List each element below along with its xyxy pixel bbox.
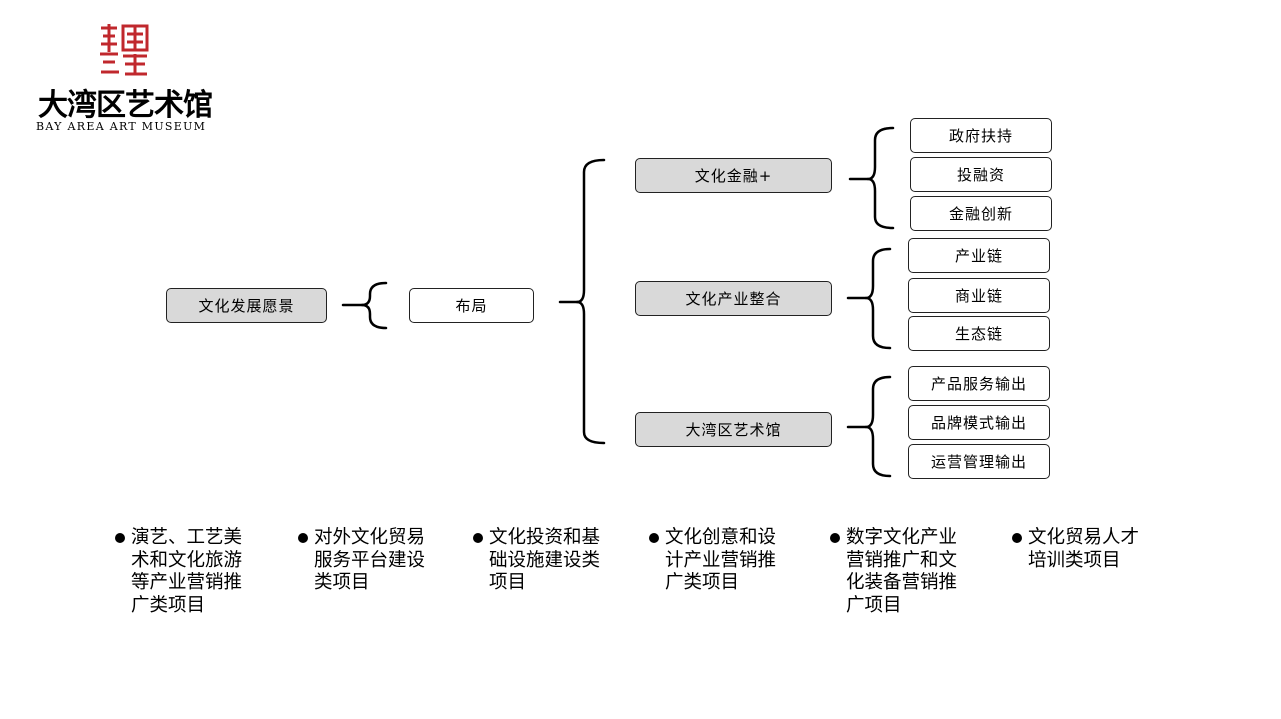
leaf-node: 运营管理输出: [908, 444, 1050, 479]
bullet-item: 文化投资和基础设施建设类项目: [473, 527, 607, 595]
bullet-dot-icon: [115, 533, 125, 543]
leaf-node: 生态链: [908, 316, 1050, 351]
bullet-text: 演艺、工艺美术和文化旅游等产业营销推广类项目: [131, 527, 243, 616]
branch-node-culture-finance: 文化金融+: [635, 158, 832, 193]
leaf-node: 金融创新: [910, 196, 1052, 231]
bullet-item: 文化创意和设计产业营销推广类项目: [649, 527, 783, 595]
leaf-node: 商业链: [908, 278, 1050, 313]
bullet-item: 文化贸易人才培训类项目: [1012, 527, 1146, 572]
bullet-dot-icon: [298, 533, 308, 543]
branch-node-art-museum: 大湾区艺术馆: [635, 412, 832, 447]
bullet-item: 对外文化贸易服务平台建设类项目: [298, 527, 432, 595]
leaf-node: 投融资: [910, 157, 1052, 192]
bullet-text: 文化贸易人才培训类项目: [1028, 527, 1140, 571]
leaf-node: 政府扶持: [910, 118, 1052, 153]
root-node: 文化发展愿景: [166, 288, 327, 323]
seal-logo-icon: [100, 24, 149, 76]
bullet-text: 文化创意和设计产业营销推广类项目: [665, 527, 777, 593]
bullet-item: 演艺、工艺美术和文化旅游等产业营销推广类项目: [115, 527, 249, 617]
bullet-dot-icon: [830, 533, 840, 543]
layout-node: 布局: [409, 288, 534, 323]
logo-chinese-name: 大湾区艺术馆: [38, 88, 213, 123]
bullet-dot-icon: [473, 533, 483, 543]
leaf-node: 产业链: [908, 238, 1050, 273]
branch-node-industry-integration: 文化产业整合: [635, 281, 832, 316]
leaf-node: 品牌模式输出: [908, 405, 1050, 440]
logo-english-name: BAY AREA ART MUSEUM: [36, 120, 207, 133]
bullet-text: 对外文化贸易服务平台建设类项目: [314, 527, 426, 593]
bullet-item: 数字文化产业营销推广和文化装备营销推广项目: [830, 527, 964, 617]
bullet-dot-icon: [1012, 533, 1022, 543]
bullet-text: 数字文化产业营销推广和文化装备营销推广项目: [846, 527, 958, 616]
bullet-dot-icon: [649, 533, 659, 543]
leaf-node: 产品服务输出: [908, 366, 1050, 401]
bullet-text: 文化投资和基础设施建设类项目: [489, 527, 601, 593]
